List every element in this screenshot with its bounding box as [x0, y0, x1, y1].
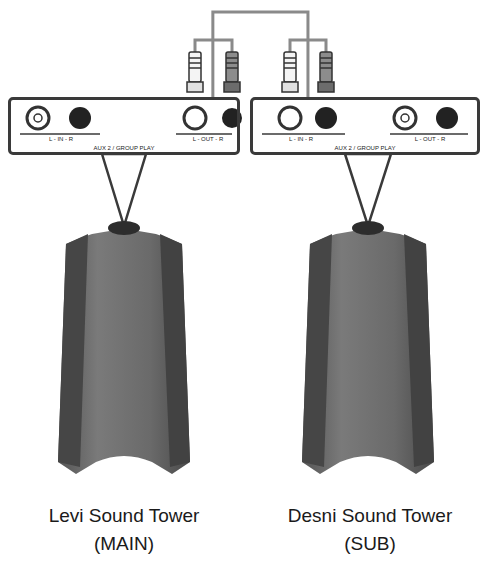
sound-tower: [58, 221, 190, 474]
rca-jack: [27, 107, 458, 129]
port-label: L - OUT - R: [193, 136, 224, 143]
cable-wire: [195, 40, 326, 55]
port-group-label: AUX 2 / GROUP PLAY: [335, 145, 396, 152]
sound-tower: [302, 221, 434, 474]
rca-cable: [213, 12, 308, 97]
jack-panel: [8, 97, 240, 155]
jack-panel: [250, 97, 480, 155]
jack-panel: L - IN - R L - OUT - R AUX 2 / GROUP PLAY: [8, 97, 240, 155]
panel-divider: [20, 133, 468, 135]
port-group-label: AUX 2 / GROUP PLAY: [94, 145, 155, 152]
jack-panel: L - IN - R L - OUT - R AUX 2 / GROUP PLAY: [250, 97, 480, 155]
port-label: L - OUT - R: [415, 136, 446, 143]
device-label: Desni Sound Tower: [288, 505, 452, 527]
device-label: Levi Sound Tower: [49, 505, 200, 527]
callout-pointer: [102, 154, 146, 226]
rca-plug: [187, 52, 334, 92]
port-label: L - IN - R: [49, 136, 73, 143]
device-label: (MAIN): [94, 533, 154, 555]
port-label: L - IN - R: [289, 136, 313, 143]
callout-pointer: [345, 154, 391, 226]
device-label: (SUB): [344, 533, 396, 555]
